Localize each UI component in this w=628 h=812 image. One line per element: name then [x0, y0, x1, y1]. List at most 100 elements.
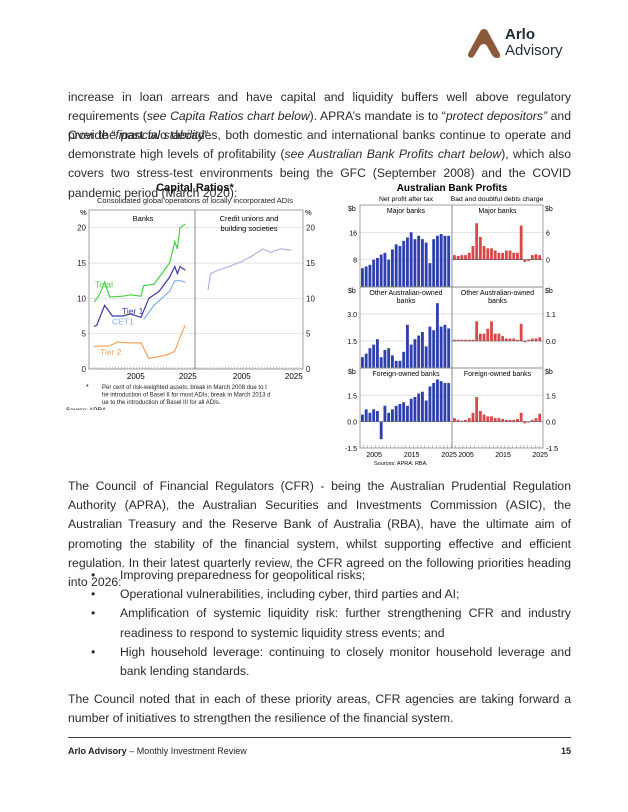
series-line-tier-1 [93, 265, 186, 328]
bar [409, 344, 413, 368]
bar [471, 412, 475, 422]
panel-title: Other Australian-owned [461, 290, 534, 297]
bar [436, 379, 439, 422]
bar [428, 263, 432, 287]
bar [387, 259, 391, 287]
column-title: Bad and doubtful debts charge [451, 196, 544, 203]
bar [443, 235, 447, 287]
series-label: Tier 1 [122, 306, 144, 316]
y-tick-label: 0 [82, 365, 87, 374]
bar [538, 413, 542, 422]
chart-subtitle: Consolidated global operations of locall… [97, 196, 293, 205]
text: ”. [204, 128, 212, 143]
bar [376, 257, 379, 287]
footer-divider [68, 737, 571, 738]
bar [497, 418, 501, 422]
y-tick-label: 20 [77, 224, 86, 233]
bar [486, 328, 490, 341]
bar [501, 418, 505, 422]
bar [402, 402, 406, 422]
chart-title: Capital Ratios* [156, 182, 234, 194]
paragraph-cfr: The Council of Financial Regulators (CFR… [68, 479, 571, 590]
panel-title: Foreign-owned banks [464, 371, 532, 378]
bar [364, 409, 368, 422]
y-tick-label: 10 [77, 294, 86, 303]
bar [456, 339, 460, 341]
bar [409, 232, 413, 287]
bar [501, 336, 505, 341]
bar [368, 348, 372, 368]
bar [436, 303, 439, 368]
bar [361, 414, 364, 422]
unit-label: $b [348, 369, 356, 376]
bar [519, 225, 523, 260]
text-italic: protect depositors” [445, 109, 548, 124]
bar [490, 321, 493, 341]
x-tick-label: 2005 [233, 372, 251, 381]
bar [464, 419, 467, 422]
bar [383, 350, 387, 368]
bar [460, 255, 464, 260]
bullet-icon: • [91, 568, 96, 582]
bar [512, 338, 516, 341]
series-line-credit-unions [207, 248, 292, 290]
bar [482, 333, 486, 341]
bar [493, 333, 497, 341]
bar [475, 321, 479, 341]
y-tick-label: 0.0 [546, 420, 556, 427]
y-tick-label: 16 [349, 230, 357, 237]
bar [447, 382, 451, 422]
bar [467, 339, 471, 341]
text: ), which also covers two stress-test env… [68, 147, 571, 200]
bar [527, 421, 530, 423]
bar [424, 400, 428, 422]
bar [482, 414, 486, 422]
y-tick-label: -1.5 [345, 446, 357, 453]
bar [460, 420, 464, 422]
source-note: Sources: APRA; RBA. [374, 461, 428, 465]
bar [478, 236, 482, 260]
y-tick-label: 5 [306, 330, 311, 339]
bullet-icon: • [91, 587, 96, 602]
bar [391, 249, 394, 287]
bar [402, 240, 406, 287]
bar [406, 324, 409, 368]
bar [523, 259, 527, 262]
text: Amplification of systemic liquidity risk… [120, 606, 571, 640]
bar [456, 256, 460, 260]
y-unit-label: % [80, 208, 87, 217]
bar [534, 418, 538, 422]
bar [417, 393, 421, 422]
bar [490, 416, 493, 422]
series-line-cet1 [143, 280, 186, 320]
bar [432, 239, 436, 287]
footnote-line: Per cent of risk-weighted assets; break … [102, 385, 267, 391]
bar [398, 360, 402, 368]
bar [504, 250, 508, 260]
y-tick-label: 10 [306, 294, 315, 303]
y-tick-label: 5 [82, 330, 87, 339]
bar [398, 246, 402, 287]
bar [519, 412, 523, 422]
bar [383, 252, 387, 287]
bar [456, 419, 460, 422]
bar [376, 411, 379, 422]
bar [383, 405, 387, 422]
bar [413, 397, 417, 422]
footnote-line: ue to the introduction of Basel III for … [102, 400, 221, 406]
bar [516, 339, 519, 341]
list-item: •High household leverage: continuing to … [68, 643, 571, 681]
bar [447, 328, 451, 368]
bar [508, 419, 512, 422]
bar [464, 339, 467, 341]
bar [453, 418, 456, 422]
bar [478, 411, 482, 422]
bar [379, 421, 383, 440]
text: ). APRA’s mandate is to “ [309, 109, 446, 124]
bar [467, 252, 471, 260]
panel-title: Foreign-owned banks [372, 371, 440, 378]
bar [497, 333, 501, 341]
bar [376, 339, 379, 368]
